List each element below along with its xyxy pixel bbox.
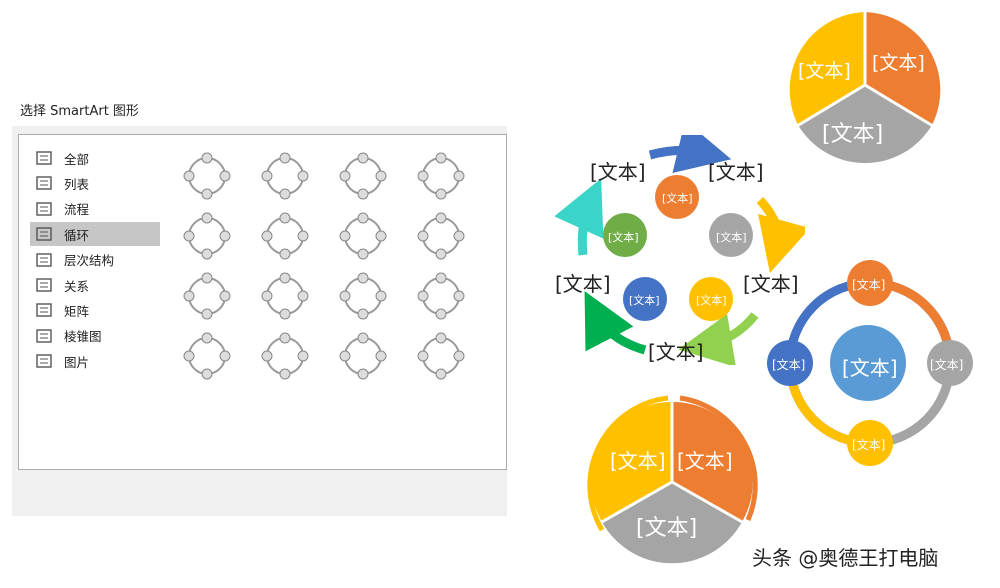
cycle-label-4: [文本] [629,294,660,307]
pie-bottom-label-1: [文本] [610,449,666,473]
watermark: 头条 @奥德王打电脑 [752,546,939,570]
cycle-outer-label-2: [文本] [708,160,764,184]
hierarchy-icon [36,252,52,267]
cycle-outer-label-1: [文本] [590,160,646,184]
cycle-label-2: [文本] [716,231,747,244]
category-picture[interactable]: 图片 [30,349,160,373]
ring-label-3: [文本] [852,438,886,452]
category-pyramid[interactable]: 棱锥图 [30,324,160,348]
all-icon [36,151,52,165]
layout-thumbnail[interactable] [253,328,317,384]
cycle-outer-label-4: [文本] [555,272,611,296]
pie-top-label-2: [文本] [798,60,851,82]
ring-center-label: [文本] [842,356,898,380]
cycle-label-5: [文本] [608,231,639,244]
layout-thumbnail[interactable] [175,148,239,204]
category-label: 图片 [64,354,90,370]
layout-thumbnail[interactable] [331,268,395,324]
category-label: 棱锥图 [64,329,102,345]
dialog-title: 选择 SmartArt 图形 [20,104,139,119]
layout-thumbnail[interactable] [331,208,395,264]
category-relationship[interactable]: 关系 [30,273,160,297]
sample-cycle-arrows [555,135,805,365]
category-process[interactable]: 流程 [30,197,160,221]
pie-bottom-label-3: [文本] [636,516,698,541]
cycle-label-1: [文本] [662,192,693,205]
layout-thumbnail[interactable] [331,148,395,204]
layout-thumbnail[interactable] [409,148,473,204]
category-label: 全部 [64,151,90,167]
cycle-outer-label-5: [文本] [648,340,704,364]
cycle-outer-label-3: [文本] [743,272,799,296]
layout-thumbnail[interactable] [331,328,395,384]
category-cycle[interactable]: 循环 [30,222,160,247]
relationship-icon [36,278,52,292]
category-list[interactable]: 列表 [30,171,160,195]
cycle-label-3: [文本] [696,294,727,307]
layout-thumbnail[interactable] [253,268,317,324]
category-hierarchy[interactable]: 层次结构 [30,248,160,272]
category-label: 矩阵 [64,303,90,319]
category-label: 循环 [64,227,90,243]
layout-thumbnail[interactable] [175,208,239,264]
ring-label-2: [文本] [930,358,964,372]
category-all[interactable]: 全部 [30,146,160,170]
layout-thumbnail[interactable] [175,328,239,384]
category-label: 层次结构 [64,253,115,269]
pyramid-icon [36,329,52,343]
layout-thumbnail[interactable] [253,148,317,204]
category-label: 关系 [64,278,90,294]
layout-thumbnail[interactable] [253,208,317,264]
layout-thumbnail[interactable] [175,268,239,324]
category-label: 列表 [64,176,90,192]
category-label: 流程 [64,202,90,218]
ring-label-4: [文本] [772,358,806,372]
layout-thumbnail[interactable] [409,208,473,264]
layout-thumbnail[interactable] [409,268,473,324]
category-matrix[interactable]: 矩阵 [30,298,160,322]
pie-top-label-1: [文本] [872,52,925,74]
pie-bottom-label-2: [文本] [677,449,733,473]
ring-label-1: [文本] [852,278,886,292]
pie-top-label-3: [文本] [822,122,884,147]
layout-thumbnail[interactable] [409,328,473,384]
sample-ring-cycle [767,260,973,466]
list-icon [36,176,52,191]
sample-pie-bottom [587,395,758,564]
cycle-icon [36,227,52,241]
sample-pie-top [789,10,941,164]
process-icon [36,202,52,216]
picture-icon [36,354,52,368]
matrix-icon [36,303,52,318]
